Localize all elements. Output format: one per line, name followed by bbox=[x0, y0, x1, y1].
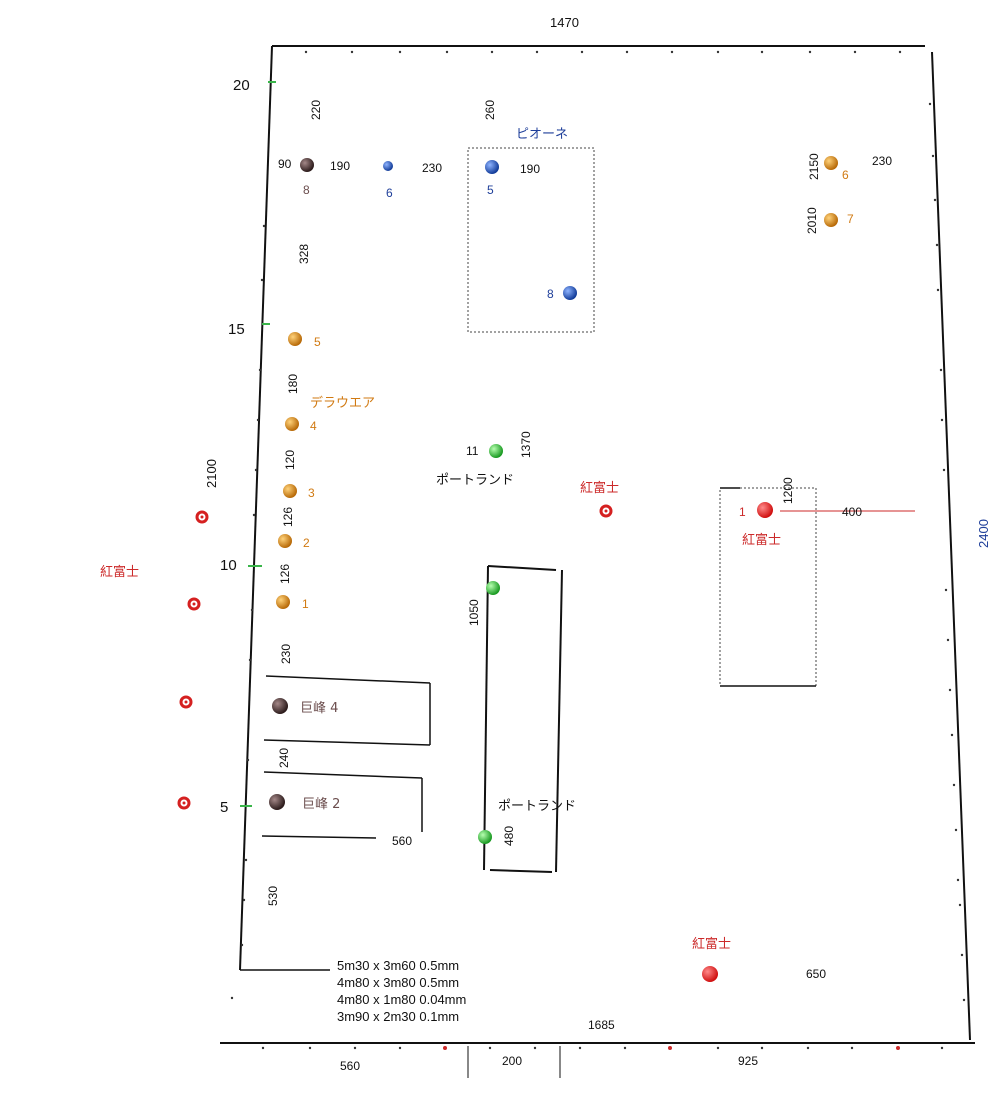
meas-230-c: 230 bbox=[872, 154, 892, 168]
meas-230-b: 230 bbox=[279, 644, 293, 664]
label-fuji-4: 紅富士 bbox=[692, 936, 731, 952]
num-4-orange: 4 bbox=[310, 419, 317, 433]
meas-530: 530 bbox=[266, 886, 280, 906]
axis-label-20: 20 bbox=[233, 77, 250, 94]
num-6-orange: 6 bbox=[842, 168, 849, 182]
fuji-vine-1 bbox=[757, 502, 773, 518]
dim-right: 2400 bbox=[976, 519, 991, 548]
meas-180: 180 bbox=[286, 374, 300, 394]
meas-480: 480 bbox=[502, 826, 516, 846]
label-kyoho-2: 巨峰 2 bbox=[302, 797, 340, 812]
delaware-vine-3 bbox=[283, 484, 297, 498]
delaware-vine-4 bbox=[285, 417, 299, 431]
pione-vine-8 bbox=[563, 286, 577, 300]
label-fuji-3: 紅富士 bbox=[100, 564, 139, 580]
label-fuji-1: 紅富士 bbox=[580, 480, 619, 496]
meas-230-a: 230 bbox=[422, 161, 442, 175]
dim-bottom-3: 925 bbox=[738, 1054, 758, 1068]
meas-400: 400 bbox=[842, 505, 862, 519]
kyoho-vine-8 bbox=[300, 158, 314, 172]
meas-650: 650 bbox=[806, 967, 826, 981]
fuji-vine-bottom bbox=[702, 966, 718, 982]
meas-126-a: 126 bbox=[281, 507, 295, 527]
meas-2150: 2150 bbox=[807, 153, 821, 180]
meas-120: 120 bbox=[283, 450, 297, 470]
legend-line-4: 3m90 x 2m30 0.1mm bbox=[337, 1009, 459, 1024]
meas-560: 560 bbox=[392, 834, 412, 848]
pione-frame bbox=[467, 147, 595, 333]
fuji-frame bbox=[719, 487, 817, 687]
label-kyoho-4: 巨峰 4 bbox=[300, 701, 338, 716]
label-pione: ピオーネ bbox=[516, 127, 568, 142]
meas-260: 260 bbox=[483, 100, 497, 120]
kyoho-vine-4 bbox=[272, 698, 288, 714]
axis-label-10: 10 bbox=[220, 557, 237, 574]
kyoho-2-frame bbox=[261, 771, 423, 839]
num-11: 11 bbox=[466, 444, 479, 458]
num-3-orange: 3 bbox=[308, 486, 315, 500]
dim-top: 1470 bbox=[550, 15, 579, 30]
dim-bottom-mid: 1685 bbox=[588, 1018, 615, 1032]
legend-line-2: 4m80 x 3m80 0.5mm bbox=[337, 975, 459, 990]
dim-bottom-2: 200 bbox=[502, 1054, 522, 1068]
portland-vine-b bbox=[478, 830, 492, 844]
delaware-vine-1 bbox=[276, 595, 290, 609]
label-delaware: デラウエア bbox=[310, 395, 375, 411]
meas-1370: 1370 bbox=[519, 431, 533, 458]
label-portland-1: ポートランド bbox=[436, 473, 514, 488]
portland-frame bbox=[483, 565, 563, 873]
size-legend: 5m30 x 3m60 0.5mm 4m80 x 3m80 0.5mm 4m80… bbox=[337, 958, 466, 1024]
dim-bottom-1: 560 bbox=[340, 1059, 360, 1073]
legend-line-3: 4m80 x 1m80 0.04mm bbox=[337, 992, 466, 1007]
axis-ticks bbox=[240, 81, 276, 807]
meas-126-b: 126 bbox=[278, 564, 292, 584]
num-8-blue: 8 bbox=[547, 287, 554, 301]
meas-90: 90 bbox=[278, 157, 292, 171]
label-portland-2: ポートランド bbox=[498, 799, 576, 814]
portland-vine-11 bbox=[489, 444, 503, 458]
meas-2010: 2010 bbox=[805, 207, 819, 234]
num-6-blue: 6 bbox=[386, 186, 393, 200]
num-1-orange: 1 bbox=[302, 597, 309, 611]
plot-boundary bbox=[220, 45, 975, 1078]
num-5-orange: 5 bbox=[314, 335, 321, 349]
delaware-vine-7 bbox=[824, 213, 838, 227]
kyoho-4-frame bbox=[263, 675, 431, 746]
meas-220: 220 bbox=[309, 100, 323, 120]
meas-1050: 1050 bbox=[467, 599, 481, 626]
num-2-orange: 2 bbox=[303, 536, 310, 550]
kyoho-vine-2 bbox=[269, 794, 285, 810]
meas-328: 328 bbox=[297, 244, 311, 264]
pione-vine-6 bbox=[383, 161, 393, 171]
delaware-vine-6 bbox=[824, 156, 838, 170]
vines bbox=[269, 156, 838, 982]
meas-190-b: 190 bbox=[520, 162, 540, 176]
num-7-orange: 7 bbox=[847, 212, 854, 226]
boundary-marks bbox=[230, 50, 966, 1050]
axis-label-15: 15 bbox=[228, 321, 245, 338]
meas-190-a: 190 bbox=[330, 159, 350, 173]
trellis-frames bbox=[261, 147, 817, 873]
legend-line-1: 5m30 x 3m60 0.5mm bbox=[337, 958, 459, 973]
portland-vine-a bbox=[486, 581, 500, 595]
dim-left: 2100 bbox=[204, 459, 219, 488]
num-5-blue: 5 bbox=[487, 183, 494, 197]
axis-label-5: 5 bbox=[220, 799, 228, 816]
fuji-markers bbox=[177, 504, 613, 810]
delaware-vine-2 bbox=[278, 534, 292, 548]
num-1-red: 1 bbox=[739, 505, 746, 519]
label-fuji-2: 紅富士 bbox=[742, 532, 781, 548]
meas-240: 240 bbox=[277, 748, 291, 768]
meas-1200: 1200 bbox=[781, 477, 795, 504]
num-8-top: 8 bbox=[303, 183, 310, 197]
delaware-vine-5 bbox=[288, 332, 302, 346]
pione-vine-5 bbox=[485, 160, 499, 174]
